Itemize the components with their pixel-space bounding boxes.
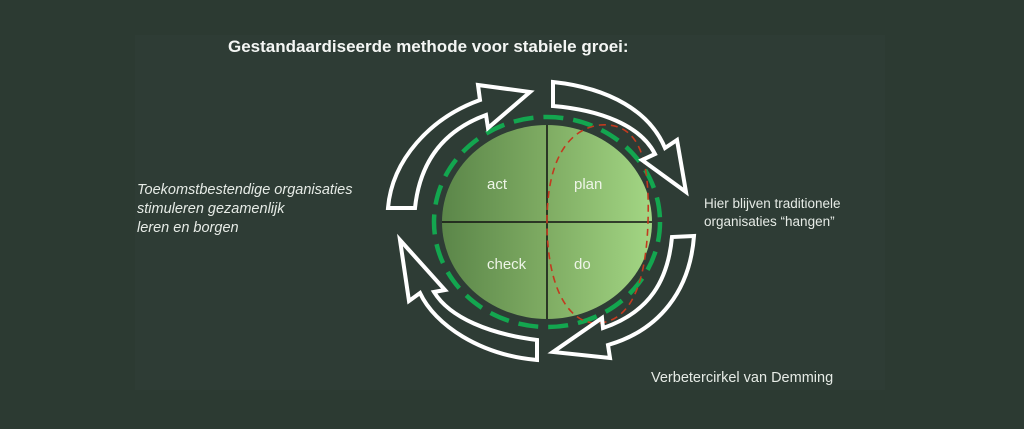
left-annotation-line: stimuleren gezamenlijk xyxy=(137,201,285,217)
left-annotation: Toekomstbestendige organisaties stimuler… xyxy=(137,181,353,238)
left-annotation-line: Toekomstbestendige organisaties xyxy=(137,182,353,198)
red-dashed-curve xyxy=(546,124,650,324)
quadrant-label-check: check xyxy=(487,256,527,273)
green-dashed-ring xyxy=(431,114,663,330)
left-annotation-line: leren en borgen xyxy=(137,220,239,236)
right-annotation-line: Hier blijven traditionele xyxy=(704,196,841,211)
quadrant-label-do: do xyxy=(574,256,591,273)
right-annotation-line: organisaties “hangen” xyxy=(704,214,835,229)
quadrant-label-act: act xyxy=(487,176,508,193)
arrow-top-left-icon xyxy=(385,82,535,210)
quadrant-label-plan: plan xyxy=(574,176,603,193)
arrow-bottom-left-icon xyxy=(397,233,539,363)
diagram-title: Gestandaardiseerde methode voor stabiele… xyxy=(228,37,629,56)
arrow-bottom-right-icon xyxy=(547,233,697,361)
arrow-top-right-icon xyxy=(551,79,689,197)
diagram-caption: Verbetercirkel van Demming xyxy=(651,370,834,386)
right-annotation: Hier blijven traditionele organisaties “… xyxy=(704,195,841,231)
